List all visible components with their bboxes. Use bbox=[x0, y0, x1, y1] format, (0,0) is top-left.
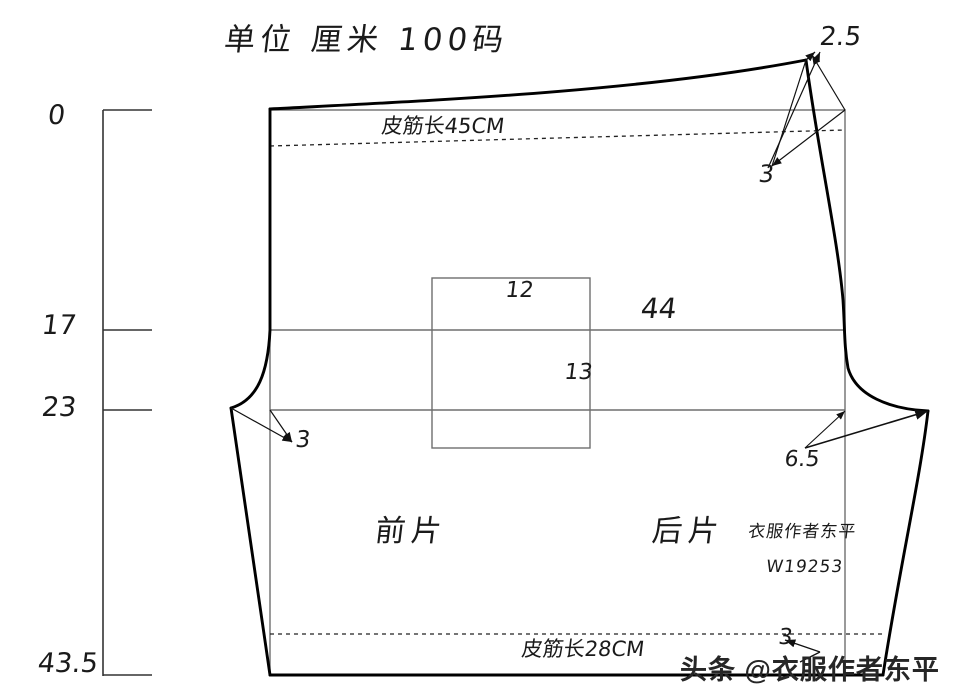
leader-2-5 bbox=[767, 51, 846, 169]
leader-3-top-right bbox=[771, 59, 846, 167]
credit-author: 衣服作者东平 bbox=[747, 522, 858, 542]
annotation-pocket-height-13: 13 bbox=[563, 360, 595, 385]
pattern-outline bbox=[229, 58, 930, 677]
leader-6-5 bbox=[804, 409, 929, 449]
watermark-text: 头条 @衣服作者东平 bbox=[680, 655, 940, 685]
elastic-guide-lines bbox=[269, 129, 883, 635]
annotation-waist-width-44: 44 bbox=[639, 292, 679, 325]
annotation-2-5: 2.5 bbox=[818, 22, 864, 52]
credit-code: W19253 bbox=[765, 557, 845, 577]
leader-3-bottom-right bbox=[784, 639, 821, 663]
axis-tick-label-17: 17 bbox=[40, 310, 79, 341]
label-back-piece: 后片 bbox=[650, 514, 727, 549]
axis-tick-label-23: 23 bbox=[40, 392, 79, 423]
pocket-rectangle bbox=[431, 277, 591, 449]
construction-block bbox=[269, 109, 846, 676]
axis-tick-label-43-5: 43.5 bbox=[36, 648, 100, 679]
annotation-elastic-top: 皮筋长45CM bbox=[380, 114, 506, 138]
annotation-elastic-bottom: 皮筋长28CM bbox=[520, 637, 646, 661]
leader-3-left bbox=[230, 407, 293, 443]
vertical-scale-axis bbox=[102, 109, 152, 676]
annotation-pocket-width-12: 12 bbox=[504, 278, 536, 303]
diagram-title: 单位 厘米 100码 bbox=[222, 22, 511, 58]
label-front-piece: 前片 bbox=[373, 514, 450, 549]
annotation-6-5: 6.5 bbox=[783, 447, 822, 472]
